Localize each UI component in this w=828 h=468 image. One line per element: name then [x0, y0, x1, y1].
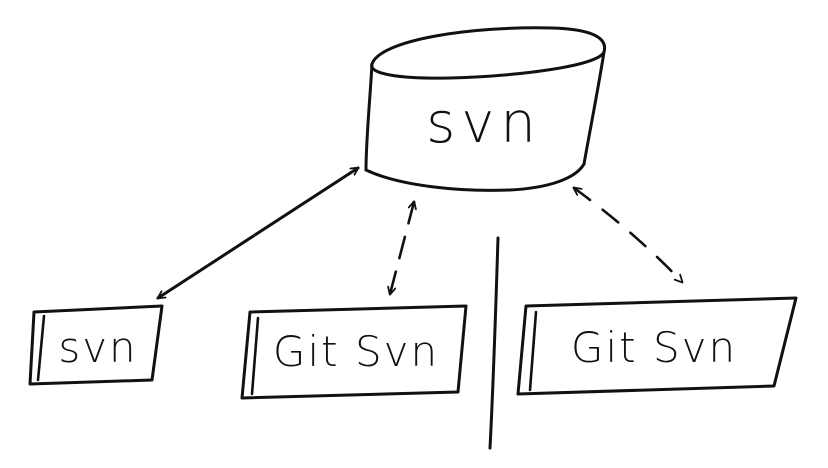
repository-cylinder-bottom: [364, 162, 586, 192]
repository-cylinder-left-side: [364, 62, 374, 172]
git-svn-client-box: Git Svn: [240, 304, 468, 400]
remote-git-svn-client-label: Git Svn: [571, 323, 737, 372]
arrow-repo-to-remote-git-svn-client: [574, 188, 682, 282]
remote-git-svn-client-box-frame: [516, 296, 798, 396]
arrow-repo-to-svn-client: [158, 166, 358, 300]
svn-client-box: svn: [28, 304, 164, 386]
divider-line: [488, 236, 500, 450]
repository-cylinder-top: [370, 26, 607, 80]
remote-git-svn-client-box: Git Svn: [516, 296, 798, 396]
git-svn-client-box-inner-edge: [250, 316, 260, 396]
git-svn-client-box-frame: [240, 304, 468, 400]
svn-client-label: svn: [58, 323, 137, 372]
arrow-repo-to-git-svn-client: [390, 202, 414, 294]
repository-label: svn: [426, 91, 542, 156]
git-svn-client-label: Git Svn: [273, 327, 439, 376]
repository-cylinder-right-side: [582, 50, 606, 166]
central-svn-repository: svn: [364, 26, 607, 192]
remote-git-svn-client-box-inner-edge: [528, 310, 538, 392]
svn-client-box-frame: [28, 304, 164, 386]
svn-client-box-inner-edge: [36, 314, 46, 382]
